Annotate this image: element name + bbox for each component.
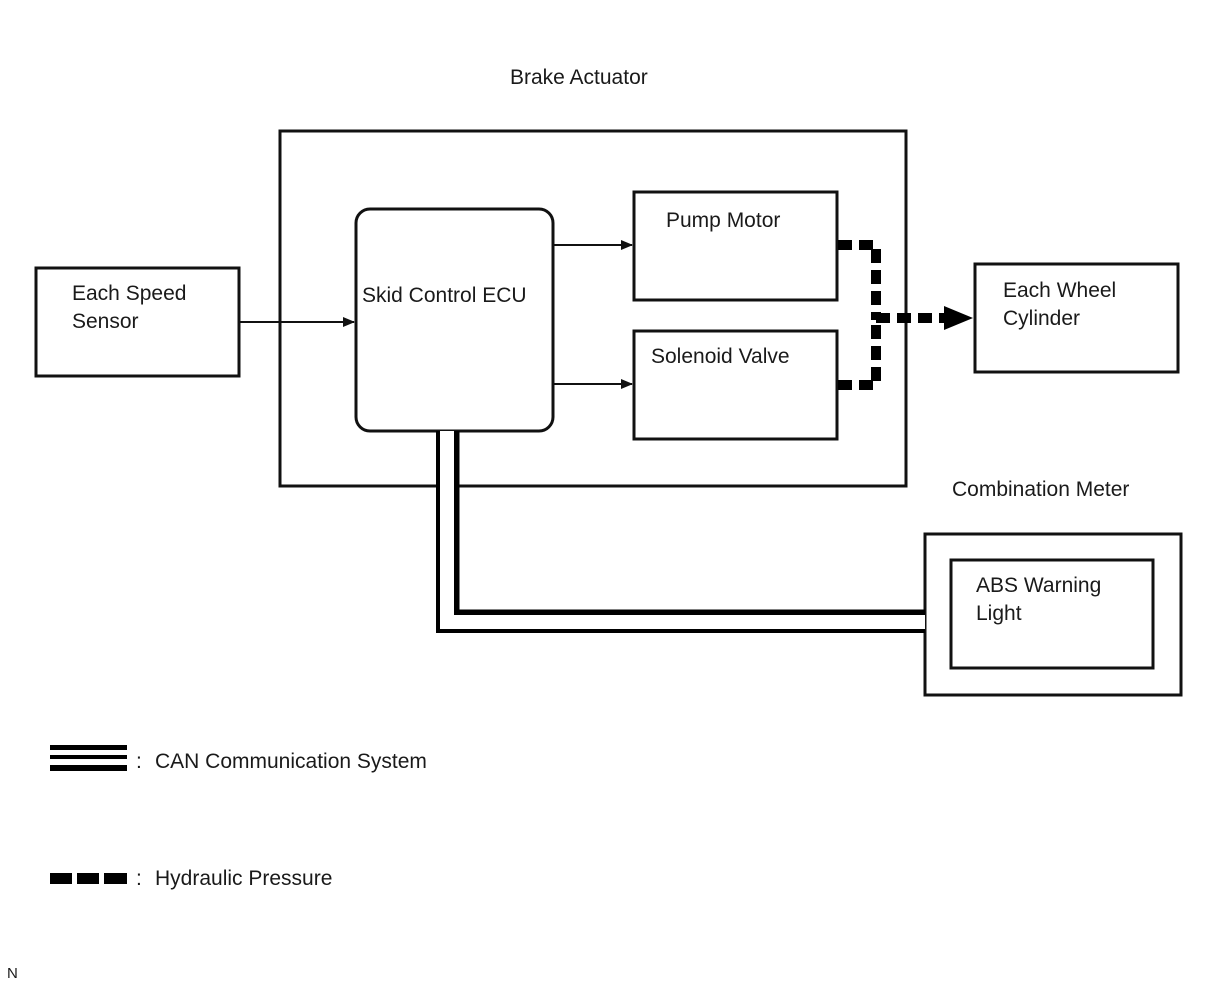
solenoid-valve-box bbox=[632, 329, 839, 441]
speed-sensor-label-line2: Sensor bbox=[72, 310, 139, 333]
legend-can-symbol bbox=[50, 745, 127, 771]
combination-meter-box bbox=[923, 532, 1183, 697]
abs-warning-light-label-line1: ABS Warning bbox=[976, 574, 1102, 597]
combination-meter-label: Combination Meter bbox=[952, 478, 1130, 501]
legend-hydraulic-symbol bbox=[50, 873, 127, 884]
legend-hydraulic-separator: : bbox=[136, 867, 142, 890]
speed-sensor-label-line1: Each Speed bbox=[72, 282, 187, 305]
can-bus-line bbox=[436, 431, 925, 633]
brake-actuator-box bbox=[278, 129, 908, 488]
pump-motor-label: Pump Motor bbox=[666, 209, 781, 232]
hydraulic-arrowhead bbox=[944, 306, 973, 330]
skid-control-ecu-box bbox=[354, 207, 555, 433]
corner-mark: N bbox=[7, 965, 18, 982]
solenoid-valve-label: Solenoid Valve bbox=[651, 345, 790, 368]
abs-warning-light-label-line2: Light bbox=[976, 602, 1022, 625]
hydraulic-from-solenoid bbox=[838, 320, 881, 390]
abs-warning-light-box bbox=[949, 558, 1155, 670]
pump-motor-box bbox=[632, 190, 839, 302]
legend-hydraulic-label: Hydraulic Pressure bbox=[155, 867, 333, 890]
hydraulic-lines bbox=[838, 240, 945, 390]
wheel-cylinder-label-line1: Each Wheel bbox=[1003, 279, 1117, 302]
brake-actuator-title: Brake Actuator bbox=[510, 66, 648, 89]
wheel-cylinder-box bbox=[973, 262, 1180, 374]
hydraulic-from-pump bbox=[838, 240, 881, 320]
skid-control-ecu-label: Skid Control ECU bbox=[362, 284, 527, 307]
legend-can-label: CAN Communication System bbox=[155, 750, 427, 773]
wheel-cylinder-label-line2: Cylinder bbox=[1003, 307, 1081, 330]
legend-can-separator: : bbox=[136, 750, 142, 773]
